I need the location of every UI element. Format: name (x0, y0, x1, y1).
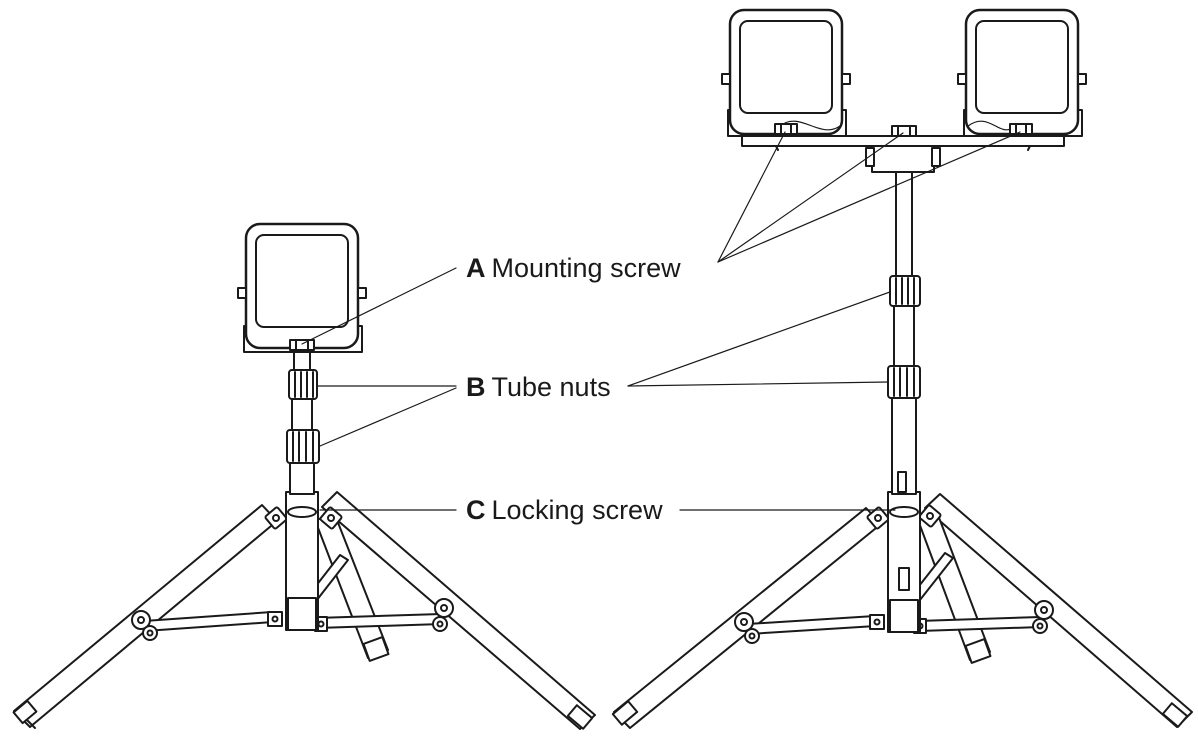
right-tripod-legs (611, 493, 1193, 729)
left-tripod-legs (12, 491, 596, 730)
right-tube-nut-upper (889, 275, 921, 307)
twin-light-tripod (611, 8, 1193, 729)
leader-b-left-2 (319, 387, 457, 447)
leader-a-right-3 (717, 131, 1021, 263)
callout-a-text: Mounting screw (491, 253, 681, 283)
callout-c-letter: C (466, 495, 486, 525)
single-light-tripod (12, 222, 596, 730)
callout-a-letter: A (466, 253, 486, 283)
left-floodlight (237, 222, 367, 353)
leader-a-right-2 (717, 132, 904, 263)
leader-lines (301, 131, 1021, 511)
callout-b-letter: B (466, 372, 486, 402)
right-floodlight-left (721, 8, 851, 137)
right-floodlight-right (957, 8, 1087, 137)
callout-c-text: Locking screw (491, 495, 663, 525)
left-tube-nut-lower (286, 429, 320, 464)
leader-b-right-1 (627, 291, 891, 387)
right-tube-nut-lower (887, 365, 921, 399)
leader-a-right-1 (717, 131, 786, 263)
callout-b-text: Tube nuts (491, 372, 611, 402)
leader-b-right-2 (627, 381, 889, 387)
left-tube-nut-upper (288, 369, 318, 400)
right-center-column (887, 169, 921, 633)
right-crossbar (741, 125, 1065, 173)
leader-a-left (301, 267, 457, 345)
